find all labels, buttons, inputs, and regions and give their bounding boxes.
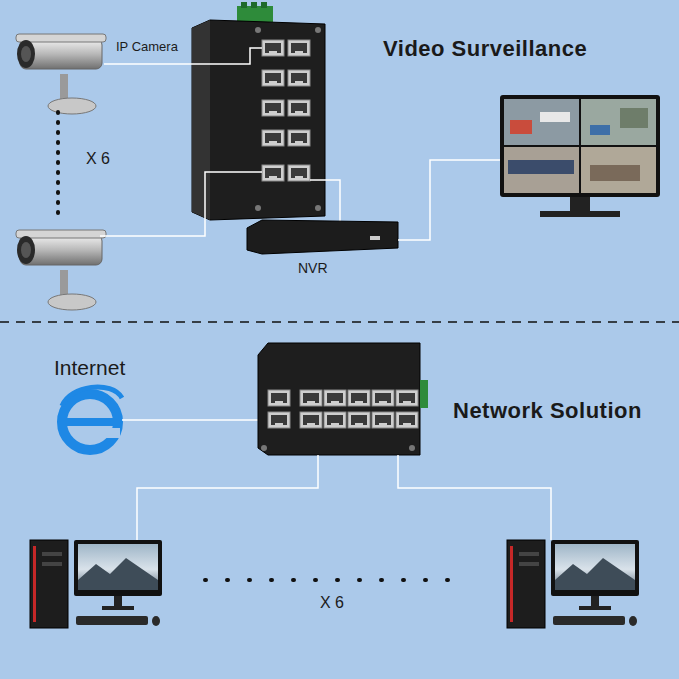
device-label: Internet bbox=[54, 356, 125, 380]
device-label: IP Camera bbox=[116, 40, 178, 55]
section-heading: Video Surveillance bbox=[383, 36, 587, 61]
count-label: X 6 bbox=[86, 150, 110, 168]
count-label: X 6 bbox=[320, 594, 344, 612]
section-heading: Network Solution bbox=[453, 398, 642, 423]
device-label: NVR bbox=[298, 260, 328, 276]
